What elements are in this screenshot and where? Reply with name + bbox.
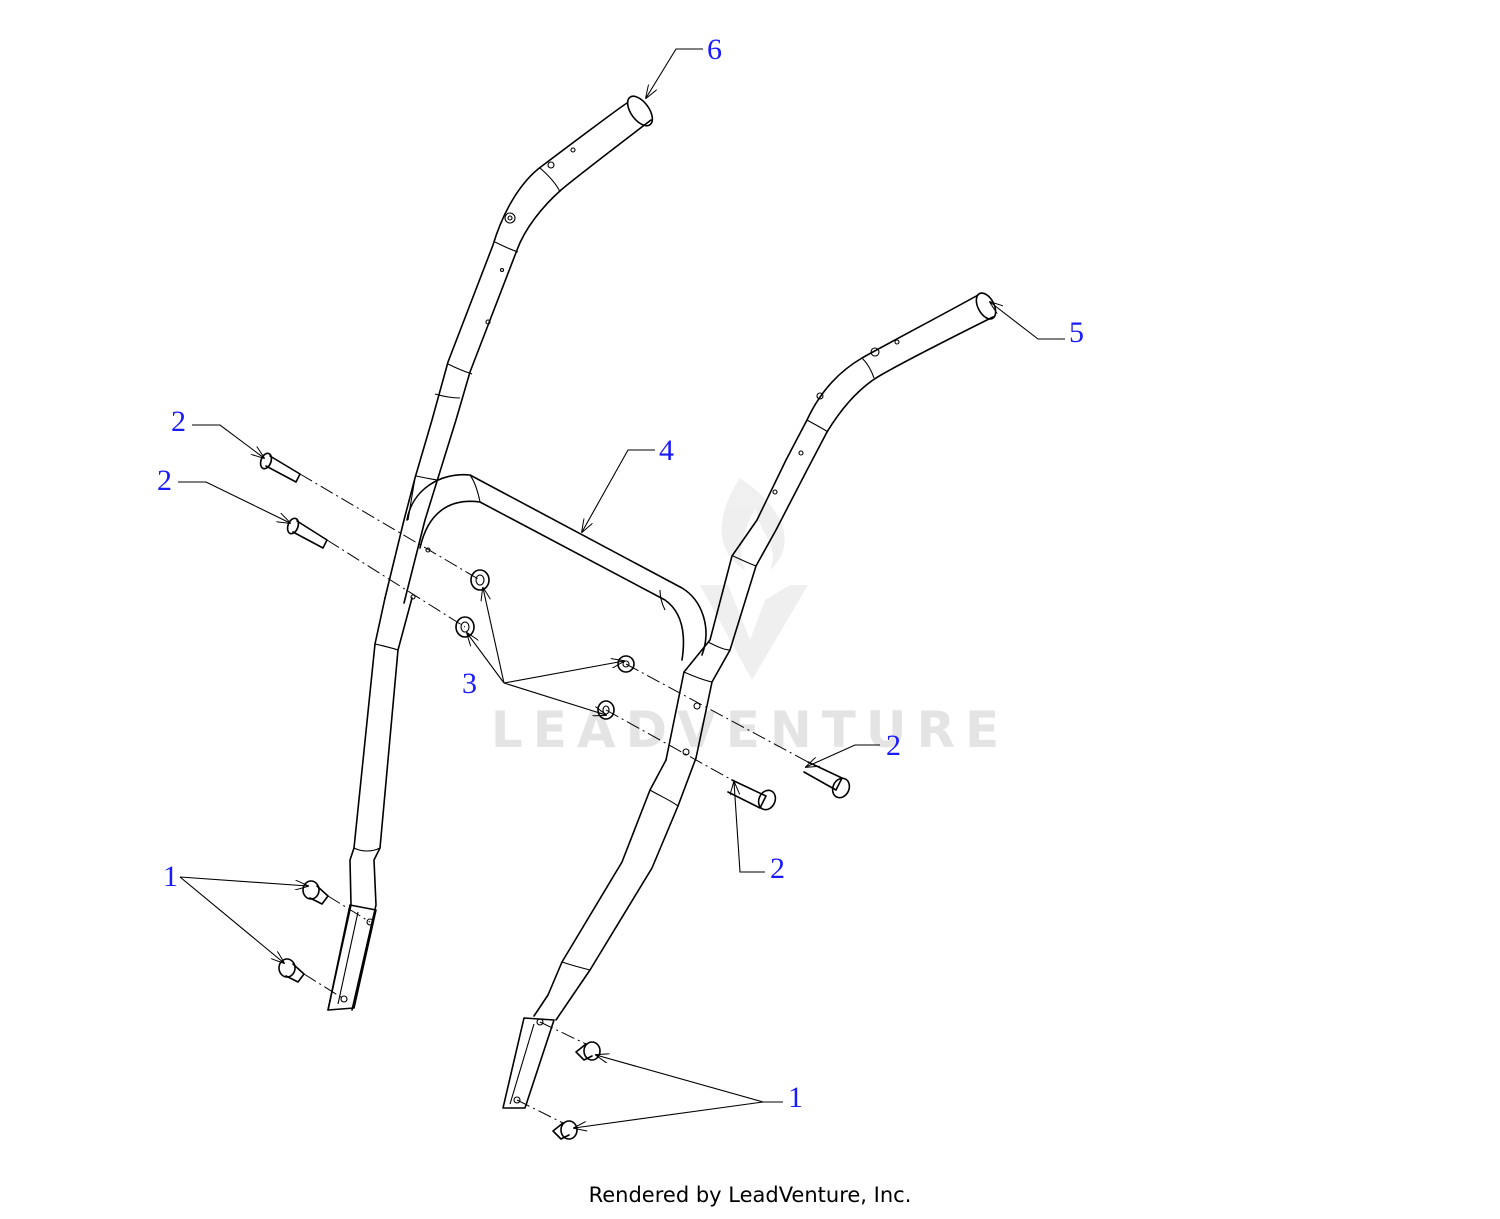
callout-5: 5 (1069, 316, 1084, 349)
assembly-axes (299, 473, 809, 1124)
callout-1-right: 1 (788, 1081, 803, 1114)
callout-labels: 6 5 4 2 2 3 2 2 1 1 (157, 33, 1084, 1114)
pin-upper-left (259, 452, 301, 483)
callout-2-upper-left: 2 (171, 405, 186, 438)
pin-lower-left (286, 517, 328, 549)
leadventure-watermark: LEADVENTURE (491, 478, 1009, 759)
upper-handle-right (665, 292, 997, 761)
bolt-left-lower (278, 958, 305, 983)
upper-handle-left (384, 95, 654, 604)
callout-2-lower-left: 2 (157, 464, 172, 497)
nut-lower (455, 616, 475, 638)
watermark-text: LEADVENTURE (491, 701, 1009, 759)
callout-1-left: 1 (163, 860, 178, 893)
cross-bar (406, 473, 707, 661)
callout-3: 3 (462, 667, 477, 700)
callout-6: 6 (707, 33, 722, 66)
bolt-right-upper (575, 1041, 601, 1061)
callout-4: 4 (659, 434, 674, 467)
bolt-left-upper (302, 880, 329, 905)
pin-right-upper (803, 761, 851, 799)
pin-right-lower (727, 779, 777, 811)
lower-frame-left (327, 597, 413, 1011)
leader-lines (178, 48, 1065, 1128)
footer-credit: Rendered by LeadVenture, Inc. (588, 1183, 912, 1207)
callout-2-right-upper: 2 (886, 729, 901, 762)
bolt-right-lower (552, 1120, 578, 1140)
lower-frame-right (502, 757, 697, 1109)
watermark-w-icon (700, 585, 808, 680)
callout-2-right-lower: 2 (770, 852, 785, 885)
nut-upper (470, 569, 490, 591)
